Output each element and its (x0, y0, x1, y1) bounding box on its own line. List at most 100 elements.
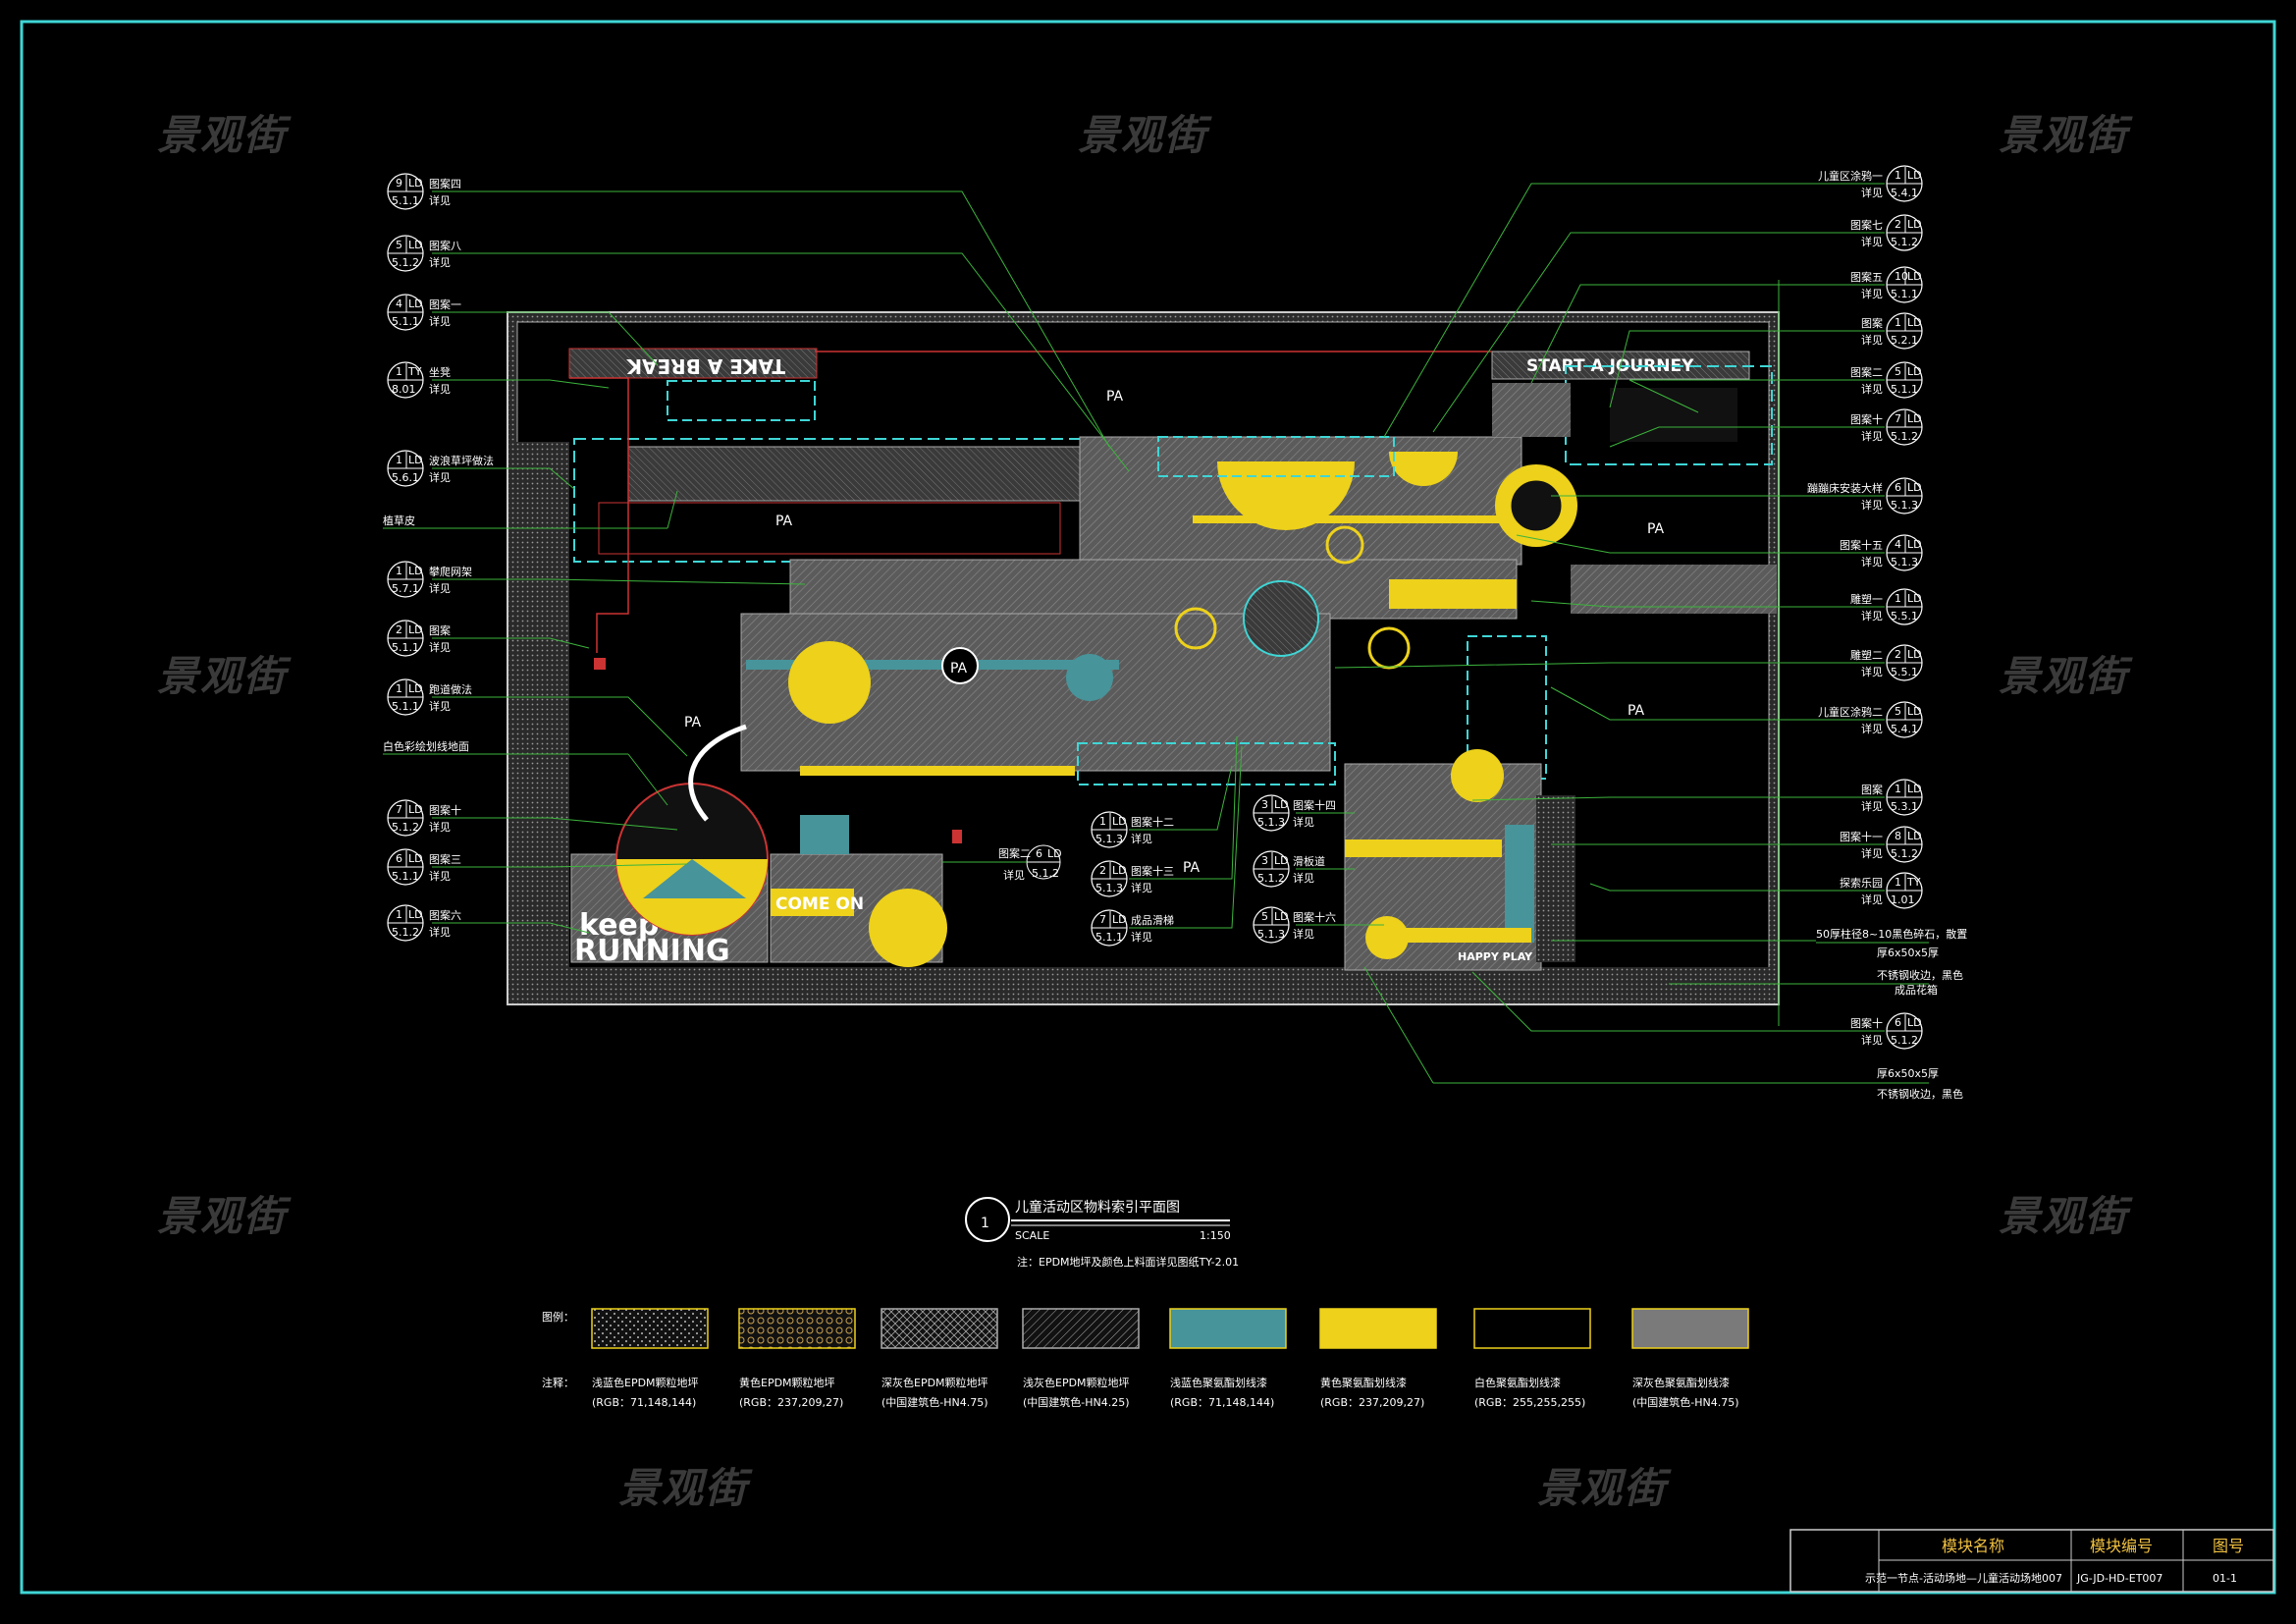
callout-detail: 详见 (1861, 382, 1883, 396)
leader-line (432, 252, 1130, 472)
yellow-stripe (1345, 839, 1502, 857)
watermark: 景观街 (618, 1464, 753, 1512)
leader-line (432, 190, 1110, 448)
leader-line (432, 637, 590, 649)
callout-code: LD (408, 803, 423, 816)
callout-sheet: 5.1.2 (392, 821, 419, 834)
legend-detail: (RGB：71,148,144) (592, 1396, 696, 1409)
callout-label: 图案四 (429, 177, 461, 190)
top-path (627, 446, 1081, 502)
callout-label: 图案一 (429, 298, 461, 311)
callout-detail: 详见 (1861, 722, 1883, 735)
callout-code: LD (408, 239, 423, 251)
watermark: 景观街 (1999, 111, 2133, 159)
planting-strip (510, 967, 1777, 1001)
callout-label: 蹦蹦床安装大样 (1807, 481, 1883, 495)
callout-label: 图案三 (429, 852, 461, 866)
callout-sheet: 5.6.1 (392, 471, 419, 484)
svg-text:6: 6 (1036, 847, 1042, 860)
callout-number: 1 (396, 454, 402, 466)
callout-label: 图案八 (429, 239, 461, 252)
callout-number: 1 (396, 682, 402, 695)
right-note: 50厚柱径8~10黑色碎石，散置 (1816, 927, 1967, 941)
yellow-stripe (1404, 928, 1531, 943)
callout-label: 滑板道 (1293, 854, 1325, 868)
tb-header-module-name: 模块名称 (1942, 1537, 2004, 1555)
callout-label: 图案十 (1850, 412, 1883, 426)
callout-label: 图案十 (1850, 1016, 1883, 1030)
callout-detail: 详见 (1861, 333, 1883, 347)
leader-line (432, 467, 575, 490)
callout-sheet: 8.01 (392, 383, 416, 396)
legend-swatch (1319, 1308, 1437, 1349)
callout-label: 成品滑梯 (1131, 914, 1174, 927)
callout-sheet: 5.1.2 (1891, 430, 1918, 443)
callout-code: LD (408, 177, 423, 189)
callout-label: 儿童区涂鸦二 (1818, 705, 1883, 719)
callout-detail: 详见 (1861, 846, 1883, 860)
callout-code: LD (408, 623, 423, 636)
callout-code: TY (407, 365, 422, 378)
callout-label: 图案七 (1850, 218, 1883, 232)
legend-name: 黄色EPDM颗粒地坪 (739, 1376, 835, 1389)
running-text: RUNNING (574, 934, 730, 968)
watermark: 景观街 (157, 1192, 292, 1240)
callout-label: 儿童区涂鸦一 (1818, 169, 1883, 183)
callout-sheet: 5.1.1 (392, 194, 419, 207)
leader-line (432, 578, 806, 585)
callout-code: LD (1274, 910, 1289, 923)
callout-code: LD (408, 565, 423, 577)
legend-detail: (中国建筑色-HN4.25) (1023, 1395, 1130, 1409)
legend-swatch (738, 1308, 856, 1349)
svg-text:5.1.2: 5.1.2 (1032, 867, 1059, 880)
legend-detail: (中国建筑色-HN4.75) (1632, 1395, 1739, 1409)
pa-label: PA (775, 514, 793, 529)
leader-line (432, 863, 688, 868)
callout-sheet: 5.1.3 (1257, 816, 1285, 829)
callout-detail: 详见 (429, 581, 451, 595)
legend-swatch (1473, 1308, 1591, 1349)
leader-line (1530, 284, 1885, 384)
happy-play-sign: HAPPY PLAY (1458, 950, 1533, 963)
callout-sheet: 5.1.2 (392, 256, 419, 269)
callout-code: LD (408, 682, 423, 695)
left-plain-label: 植草皮 (383, 514, 415, 527)
callout-number: 9 (396, 177, 402, 189)
right-block (1571, 565, 1777, 614)
right-note: 厚6x50x5厚 (1877, 947, 1939, 959)
callout-number: 10 (1895, 270, 1908, 283)
teal-stripe (746, 660, 1119, 670)
take-a-break-sign: TAKE A BREAK (625, 354, 785, 378)
callout-detail: 详见 (429, 255, 451, 269)
callout-code: LD (1274, 854, 1289, 867)
watermark: 景观街 (1999, 652, 2133, 700)
leader-line (1334, 662, 1885, 669)
callout-sheet: 5.1.3 (1891, 556, 1918, 568)
callout-detail: 详见 (1861, 665, 1883, 678)
callout-detail: 详见 (429, 193, 451, 207)
pa-label: PA (950, 661, 968, 677)
right-notes: 50厚柱径8~10黑色碎石，散置 厚6x50x5厚 不锈钢收边，黑色 成品花箱 … (1363, 927, 1967, 1101)
red-boundary (569, 377, 629, 653)
callout-number: 6 (1895, 1016, 1901, 1029)
callout-sheet: 5.4.1 (1891, 723, 1918, 735)
bench-area (667, 380, 816, 421)
callout-label: 图案二 (998, 846, 1031, 860)
callout-label: 图案 (429, 623, 451, 637)
callout-label: 图案 (1861, 316, 1883, 330)
callout-label: 图案十一 (1840, 830, 1883, 843)
callout-detail: 详见 (1861, 429, 1883, 443)
callout-detail: 详见 (1861, 235, 1883, 248)
callout-number: 4 (1895, 538, 1901, 551)
legend: 浅蓝色EPDM颗粒地坪(RGB：71,148,144)黄色EPDM颗粒地坪(RG… (591, 1308, 1749, 1409)
right-note: 不锈钢收边，黑色 (1877, 968, 1963, 982)
title-note: 注：EPDM地坪及颜色上料面详见图纸TY-2.01 (1017, 1255, 1239, 1269)
